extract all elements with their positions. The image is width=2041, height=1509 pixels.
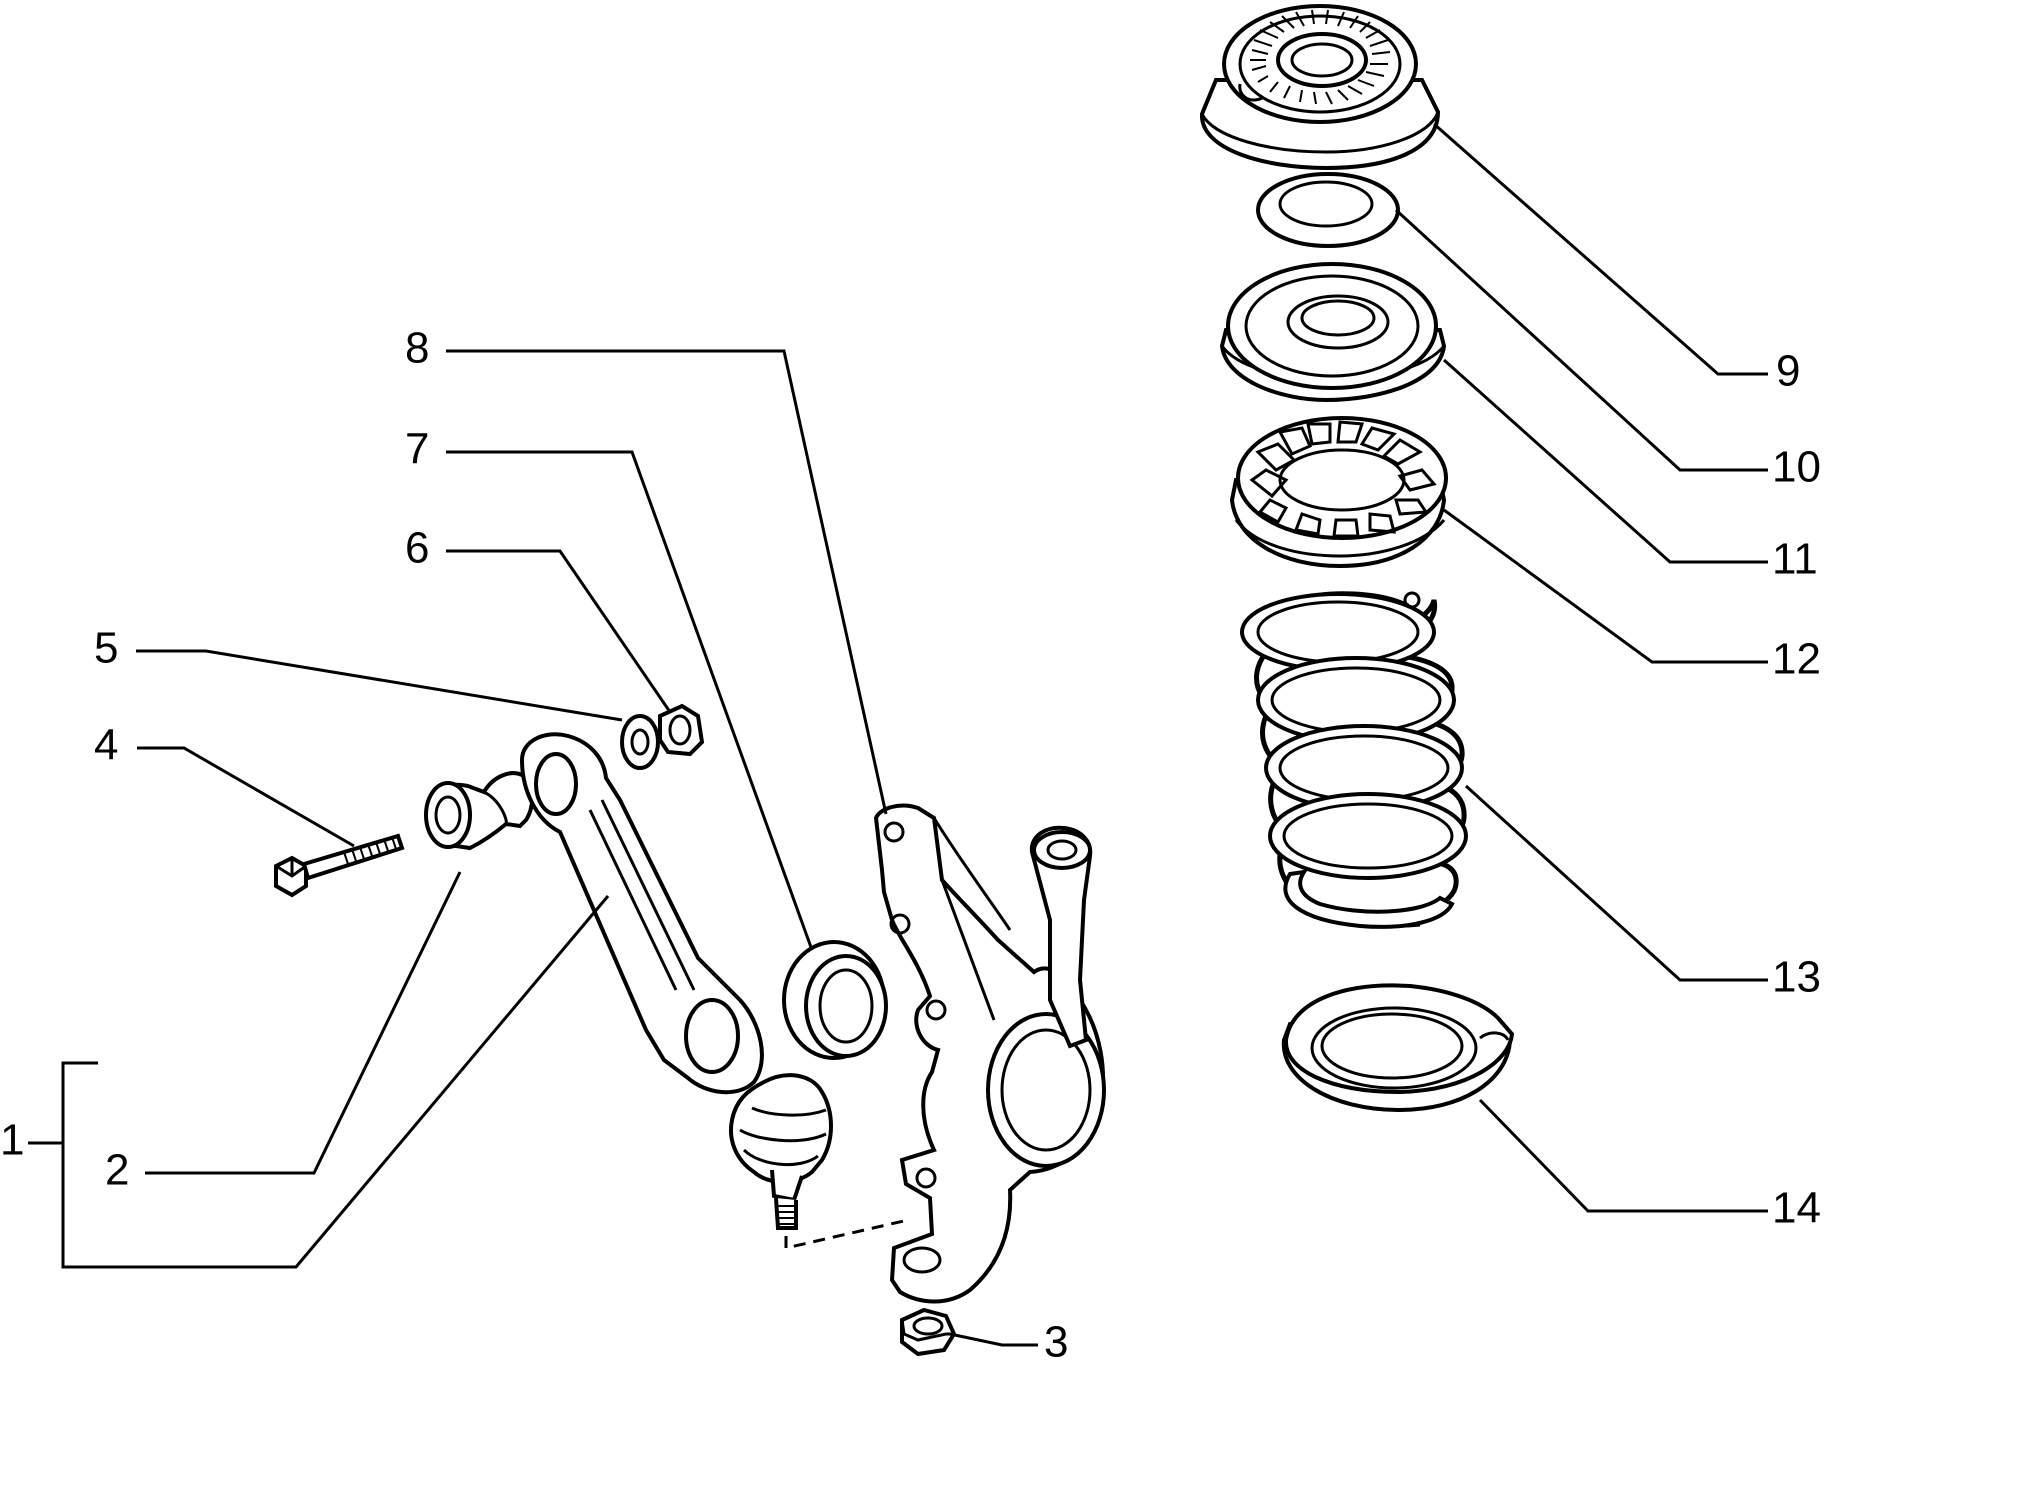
label-7: 7 [405, 425, 429, 474]
callout-labels: 1 2 3 4 5 6 7 8 9 10 11 12 13 14 [0, 324, 1821, 1367]
label-9: 9 [1776, 347, 1800, 396]
ball-joint [729, 1073, 833, 1230]
part-12-spring-seat [1229, 416, 1448, 569]
part-8-knuckle [873, 803, 1106, 1304]
label-10: 10 [1772, 443, 1821, 492]
part-14-lower-seat [1281, 983, 1515, 1113]
label-1: 1 [0, 1116, 24, 1165]
part-11-bearing-cup [1219, 262, 1447, 403]
label-14: 14 [1772, 1184, 1821, 1233]
label-5: 5 [94, 624, 118, 673]
leader-lines [28, 122, 1768, 1347]
part-3-nut [900, 1307, 957, 1357]
control-arm [519, 732, 764, 1095]
label-13: 13 [1772, 953, 1821, 1002]
dashed-connector [784, 1218, 909, 1250]
label-12: 12 [1772, 635, 1821, 684]
part-10-washer [1256, 172, 1400, 248]
label-2: 2 [105, 1146, 129, 1195]
label-6: 6 [405, 524, 429, 573]
part-6-nut [658, 703, 705, 757]
part-4-bolt [274, 833, 405, 898]
part-13-coil-spring [1240, 591, 1468, 929]
label-4: 4 [94, 721, 118, 770]
part-7-seal [782, 940, 888, 1060]
part-5-washer [620, 714, 660, 770]
label-11: 11 [1772, 535, 1818, 584]
part-2-bushing [424, 771, 535, 851]
label-8: 8 [405, 324, 429, 373]
label-3: 3 [1044, 1318, 1068, 1367]
part-9-top-mount [1199, 4, 1441, 171]
